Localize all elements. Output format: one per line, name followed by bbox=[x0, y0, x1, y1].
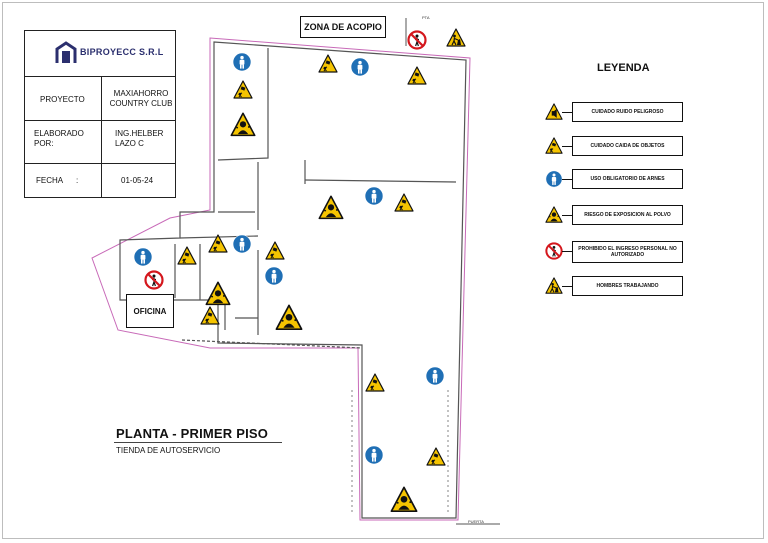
info-table: BIPROYECC S.R.L PROYECTO MAXIAHORRO COUN… bbox=[24, 30, 176, 198]
noise-warning-icon bbox=[545, 103, 563, 120]
legend-item-noise: CUIDADO RUIDO PELIGROSO bbox=[545, 102, 705, 124]
row-label: ELABORADO POR: bbox=[34, 129, 84, 148]
men-working-warning-icon bbox=[545, 277, 563, 294]
harness-mandatory-icon bbox=[545, 170, 563, 188]
legend-item-falling-objects: CUIDADO CAIDA DE OBJETOS bbox=[545, 136, 705, 158]
gate-label-top: PTA bbox=[422, 15, 430, 20]
harness-mandatory-icon bbox=[425, 366, 445, 386]
legend-connector bbox=[562, 215, 572, 216]
dust-exposure-warning-icon bbox=[390, 486, 418, 513]
falling-objects-warning-icon bbox=[318, 54, 338, 73]
row-label: PROYECTO bbox=[40, 95, 85, 104]
men-working-warning-icon bbox=[446, 28, 466, 47]
building-walls bbox=[119, 41, 467, 519]
legend-item-men-working: HOMBRES TRABAJANDO bbox=[545, 276, 705, 298]
legend-label: PROHIBIDO EL INGRESO PERSONAL NO AUTORIZ… bbox=[572, 241, 683, 263]
falling-objects-warning-icon bbox=[208, 234, 228, 253]
legend-connector bbox=[562, 112, 572, 113]
legend-connector bbox=[562, 286, 572, 287]
harness-mandatory-icon bbox=[232, 234, 252, 254]
legend-item-dust: RIESGO DE EXPOSICION AL POLVO bbox=[545, 205, 705, 227]
company-name: BIPROYECC S.R.L bbox=[80, 47, 164, 57]
table-row-elaborado: ELABORADO POR: ING.HELBER LAZO C bbox=[25, 120, 175, 163]
falling-objects-warning-icon bbox=[200, 306, 220, 325]
table-divider bbox=[101, 76, 102, 198]
no-entry-prohibited-icon bbox=[545, 242, 563, 260]
harness-mandatory-icon bbox=[133, 247, 153, 267]
gate-label-bottom: PUERTA bbox=[468, 519, 484, 524]
falling-objects-warning-icon bbox=[177, 246, 197, 265]
legend-label: RIESGO DE EXPOSICION AL POLVO bbox=[572, 205, 683, 225]
title-underline bbox=[114, 442, 282, 443]
dust-exposure-warning-icon bbox=[318, 195, 344, 220]
falling-objects-warning-icon bbox=[394, 193, 414, 212]
falling-objects-warning-icon bbox=[545, 137, 563, 154]
table-row-proyecto: PROYECTO MAXIAHORRO COUNTRY CLUB bbox=[25, 76, 175, 120]
harness-mandatory-icon bbox=[232, 52, 252, 72]
harness-mandatory-icon bbox=[350, 57, 370, 77]
legend-label: USO OBLIGATORIO DE ARNES bbox=[572, 169, 683, 189]
legend-label: HOMBRES TRABAJANDO bbox=[572, 276, 683, 296]
table-row-fecha: FECHA : 01-05-24 bbox=[25, 163, 175, 198]
no-entry-prohibited-icon bbox=[407, 30, 427, 50]
falling-objects-warning-icon bbox=[365, 373, 385, 392]
row-value: ING.HELBER LAZO C bbox=[115, 129, 164, 148]
row-value: MAXIAHORRO COUNTRY CLUB bbox=[109, 89, 173, 108]
zona-acopio-label: ZONA DE ACOPIO bbox=[300, 16, 386, 38]
dust-exposure-warning-icon bbox=[545, 206, 563, 223]
legend-item-prohibited: PROHIBIDO EL INGRESO PERSONAL NO AUTORIZ… bbox=[545, 241, 705, 263]
dust-exposure-warning-icon bbox=[230, 112, 256, 137]
company-logo-icon bbox=[55, 41, 77, 63]
harness-mandatory-icon bbox=[364, 445, 384, 465]
legend-connector bbox=[562, 251, 572, 252]
falling-objects-warning-icon bbox=[426, 447, 446, 466]
legend-connector bbox=[562, 179, 572, 180]
property-boundary bbox=[91, 37, 471, 521]
legend-item-harness: USO OBLIGATORIO DE ARNES bbox=[545, 169, 705, 191]
legend-connector bbox=[562, 146, 572, 147]
plan-subtitle: TIENDA DE AUTOSERVICIO bbox=[116, 446, 221, 455]
dust-exposure-warning-icon bbox=[205, 281, 231, 306]
oficina-label: OFICINA bbox=[126, 294, 174, 328]
row-label: FECHA : bbox=[36, 176, 79, 185]
falling-objects-warning-icon bbox=[407, 66, 427, 85]
dust-exposure-warning-icon bbox=[275, 304, 303, 331]
harness-mandatory-icon bbox=[264, 266, 284, 286]
legend-title: LEYENDA bbox=[597, 62, 650, 74]
falling-objects-warning-icon bbox=[265, 241, 285, 260]
legend-label: CUIDADO CAIDA DE OBJETOS bbox=[572, 136, 683, 156]
company-logo: BIPROYECC S.R.L bbox=[25, 31, 175, 76]
legend-label: CUIDADO RUIDO PELIGROSO bbox=[572, 102, 683, 122]
no-entry-prohibited-icon bbox=[144, 270, 164, 290]
falling-objects-warning-icon bbox=[233, 80, 253, 99]
plan-title: PLANTA - PRIMER PISO bbox=[116, 426, 269, 441]
row-value: 01-05-24 bbox=[121, 176, 154, 185]
harness-mandatory-icon bbox=[364, 186, 384, 206]
